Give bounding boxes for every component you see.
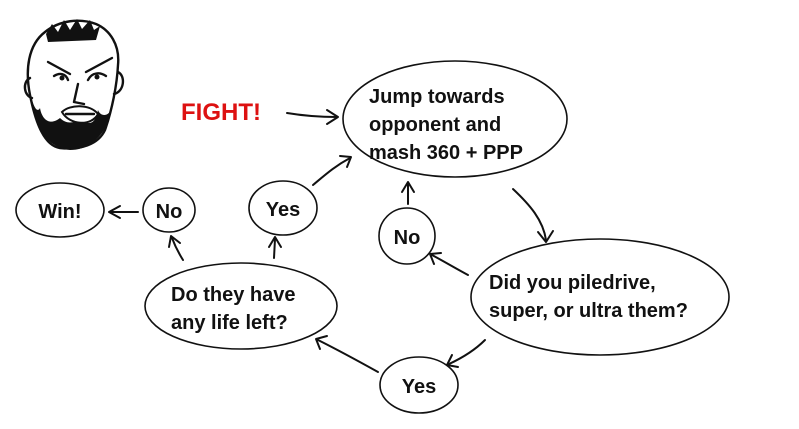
fight-start-label: FIGHT!	[181, 99, 261, 126]
node-yes-bottom-label: Yes	[402, 376, 436, 398]
node-life-left-line-1: Do they have	[171, 284, 295, 306]
node-piledrive-question: Did you piledrive, super, or ultra them?	[470, 238, 730, 356]
arrow-no-left-to-win	[108, 205, 139, 219]
node-no-right-shape	[378, 207, 436, 265]
arrow-fight-to-jump	[286, 109, 339, 125]
node-life-left-shape	[144, 262, 338, 350]
node-piledrive-line-1: Did you piledrive,	[489, 272, 656, 294]
node-piledrive-shape	[470, 238, 730, 356]
node-jump-line-1: Jump towards	[369, 86, 505, 108]
node-no-right: No	[378, 207, 436, 265]
node-jump-line-2: opponent and	[369, 114, 501, 136]
arrow-yes-bottom-to-life-left	[315, 335, 379, 373]
node-no-left: No	[142, 187, 196, 233]
node-yes-left-shape	[248, 180, 318, 236]
arrow-life-left-to-no-left	[168, 235, 184, 261]
arrow-piledrive-to-yes-bottom	[446, 339, 486, 368]
angry-bearded-fighter-face-icon	[23, 19, 125, 150]
node-yes-bottom-shape	[379, 356, 459, 414]
node-jump-line-3: mash 360 + PPP	[369, 142, 523, 164]
node-no-left-shape	[142, 187, 196, 233]
node-no-right-label: No	[394, 227, 421, 249]
node-jump-mash-shape	[342, 60, 568, 178]
node-jump-mash: Jump towards opponent and mash 360 + PPP	[342, 60, 568, 178]
node-life-left-line-2: any life left?	[171, 312, 288, 334]
node-no-left-label: No	[156, 201, 183, 223]
node-yes-left: Yes	[248, 180, 318, 236]
node-life-left-question: Do they have any life left?	[144, 262, 338, 350]
arrow-life-left-to-yes-left	[268, 236, 282, 259]
arrow-piledrive-to-no-right	[429, 252, 469, 276]
node-win: Win!	[15, 182, 105, 238]
arrow-no-right-to-jump	[401, 181, 415, 205]
node-yes-left-label: Yes	[266, 199, 300, 221]
node-win-label: Win!	[38, 201, 81, 223]
node-yes-bottom: Yes	[379, 356, 459, 414]
arrow-jump-to-piledrive	[512, 188, 554, 243]
node-piledrive-line-2: super, or ultra them?	[489, 300, 688, 322]
node-win-shape	[15, 182, 105, 238]
arrow-yes-left-to-jump	[312, 155, 352, 186]
